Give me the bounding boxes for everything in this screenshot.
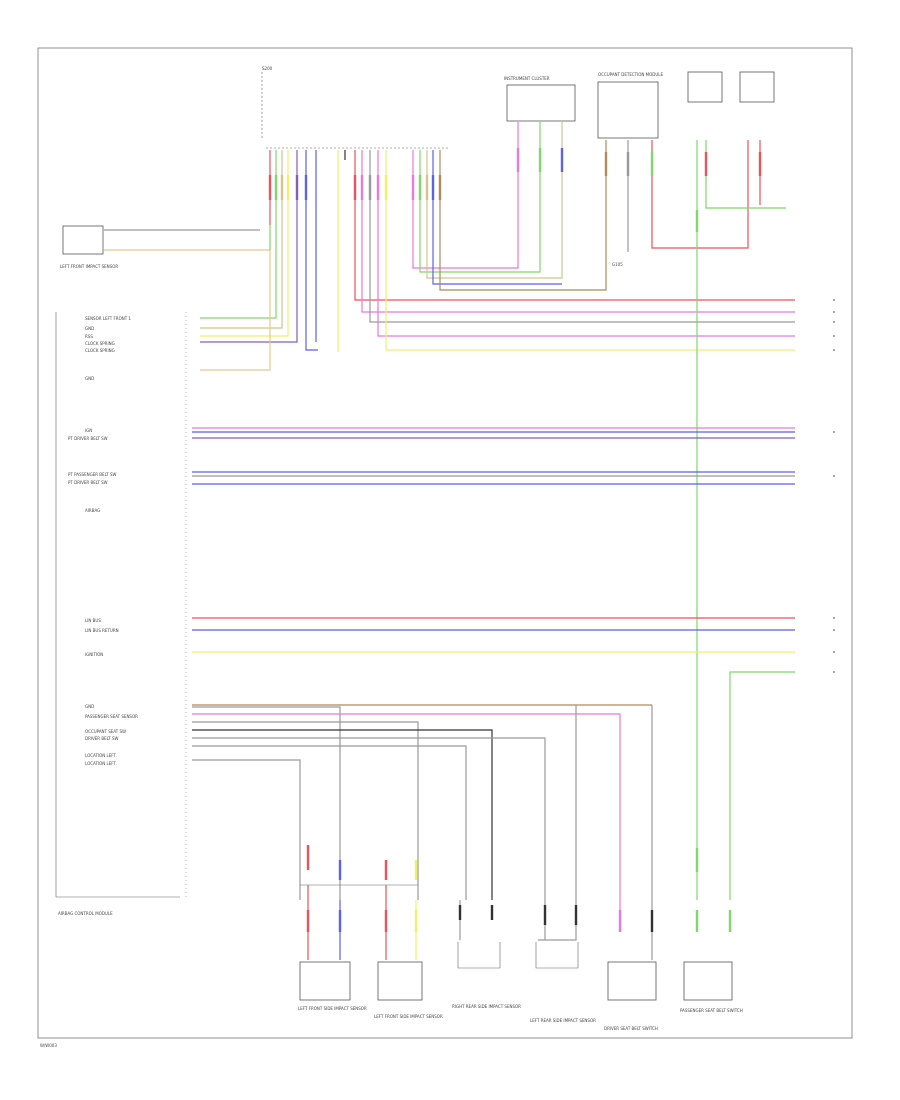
left-front-side-impact-box-2 bbox=[377, 961, 423, 1001]
left-rear-side-impact-box bbox=[535, 942, 579, 969]
pin-label: AIRBAG bbox=[85, 508, 100, 513]
instrument-cluster-box bbox=[506, 84, 576, 122]
impact-sensor-wires bbox=[104, 225, 271, 371]
lower-wires bbox=[192, 704, 653, 960]
pin-label: PT DRIVER BELT SW bbox=[68, 436, 108, 441]
component-label: LEFT FRONT SIDE IMPACT SENSOR bbox=[298, 1006, 367, 1011]
passenger-indicator-box bbox=[687, 71, 723, 103]
pin-label: RSS bbox=[85, 334, 93, 339]
bus-wires bbox=[192, 427, 795, 900]
pin-label: SENSOR LEFT FRONT 1 bbox=[85, 316, 131, 321]
page-id-label: W/W003 bbox=[40, 1043, 57, 1048]
component-label: LEFT REAR SIDE IMPACT SENSOR bbox=[530, 1018, 596, 1023]
pin-labels: SENSOR LEFT FRONT 1 GND RSS CLOCK SPRING… bbox=[68, 316, 138, 766]
bottom-components bbox=[299, 942, 733, 1001]
left-front-side-impact-box-1 bbox=[299, 961, 351, 1001]
pin-label: LIN BUS RETURN bbox=[85, 628, 119, 633]
right-rear-side-impact-box bbox=[457, 942, 501, 969]
driver-seat-belt-switch-box bbox=[607, 961, 657, 1001]
pin-label: LIN BUS bbox=[85, 618, 101, 623]
pin-label: PT PASSENGER BELT SW bbox=[68, 472, 116, 477]
pin-label: LOCATION LEFT bbox=[85, 753, 116, 758]
pin-label: LOCATION LEFT bbox=[85, 761, 116, 766]
airbag-module-outline bbox=[55, 312, 180, 898]
pin-label: CLOCK SPRING bbox=[85, 348, 115, 353]
passenger-seat-belt-switch-box bbox=[683, 961, 733, 1001]
pin-label: OCCUPANT SEAT SW bbox=[85, 729, 126, 734]
pin-label: CLOCK SPRING bbox=[85, 341, 115, 346]
connector-stubs bbox=[268, 148, 762, 932]
occupant-detection-label: OCCUPANT DETECTION MODULE bbox=[598, 72, 664, 77]
pin-label: GND bbox=[85, 704, 94, 709]
pin-label: GND bbox=[85, 326, 94, 331]
component-label: LEFT FRONT SIDE IMPACT SENSOR bbox=[374, 1014, 443, 1019]
module-label: AIRBAG CONTROL MODULE bbox=[58, 911, 113, 916]
pin-label: GND bbox=[85, 376, 94, 381]
pin-label: IGN bbox=[85, 428, 92, 433]
pin-label: PASSENGER SEAT SENSOR bbox=[85, 714, 138, 719]
component-label: RIGHT REAR SIDE IMPACT SENSOR bbox=[452, 1004, 521, 1009]
instrument-cluster-label: INSTRUMENT CLUSTER bbox=[504, 76, 550, 81]
ground-label: G105 bbox=[612, 262, 623, 267]
pin-label: IGNITION bbox=[85, 652, 103, 657]
component-label: DRIVER SEAT BELT SWITCH bbox=[604, 1026, 658, 1031]
page-frame bbox=[37, 47, 853, 1039]
top-wires bbox=[200, 122, 795, 900]
left-front-impact-sensor-box bbox=[62, 225, 104, 255]
bottom-component-labels: LEFT FRONT SIDE IMPACT SENSOR LEFT FRONT… bbox=[298, 1004, 743, 1031]
driver-indicator-box bbox=[739, 71, 775, 103]
splice-label: S200 bbox=[262, 66, 273, 71]
pin-label: PT DRIVER BELT SW bbox=[68, 480, 108, 485]
left-front-impact-label: LEFT FRONT IMPACT SENSOR bbox=[60, 264, 118, 269]
component-label: PASSENGER SEAT BELT SWITCH bbox=[680, 1008, 743, 1013]
right-edge-markers bbox=[833, 299, 835, 673]
occupant-detection-module-box bbox=[597, 81, 659, 139]
pin-label: DRIVER BELT SW bbox=[85, 736, 119, 741]
